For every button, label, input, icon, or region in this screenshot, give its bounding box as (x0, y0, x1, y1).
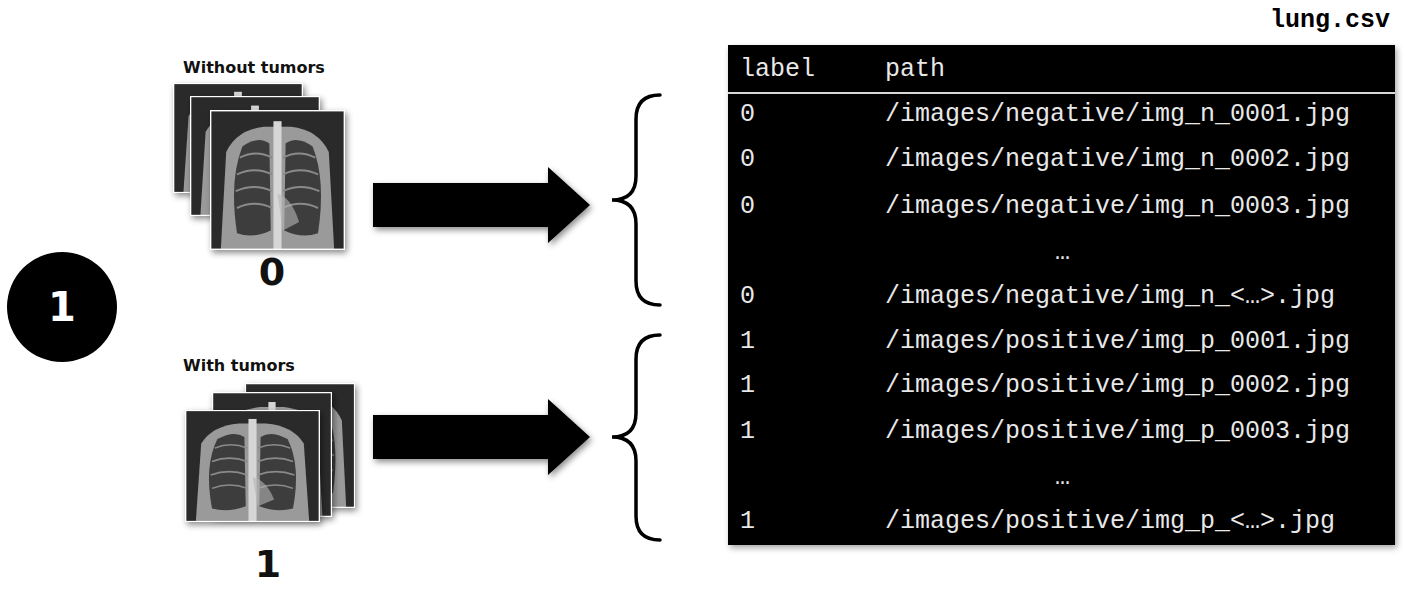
table-cell: 1 (740, 417, 755, 447)
class-label: 1 (223, 544, 313, 584)
image-stack: Without tumors 0 (168, 56, 373, 296)
header-rule (728, 92, 1395, 94)
group-heading: With tumors (183, 356, 295, 376)
brace-layer (590, 6, 710, 548)
block-arrow (373, 167, 590, 243)
step-circle: 1 (7, 252, 117, 362)
table-cell: … (1055, 238, 1070, 268)
xray-image (185, 410, 320, 522)
table-cell: 1 (740, 507, 755, 537)
table-cell: 1 (740, 371, 755, 401)
table-cell: /images/positive/img_p_<…>.jpg (885, 507, 1335, 537)
table-cell: /images/negative/img_n_0003.jpg (885, 192, 1350, 222)
table-cell: /images/positive/img_p_0001.jpg (885, 327, 1350, 357)
table-cell: 0 (740, 282, 755, 312)
image-stack: With tumors 1 (168, 350, 373, 588)
column-header: path (885, 55, 945, 85)
curly-brace (612, 335, 660, 540)
table-cell: 1 (740, 327, 755, 357)
table-cell: /images/positive/img_p_0003.jpg (885, 417, 1350, 447)
table-cell: 0 (740, 192, 755, 222)
table-cell: … (1055, 463, 1070, 493)
curly-brace (612, 95, 660, 305)
column-header: label (740, 55, 815, 85)
class-label: 0 (227, 252, 317, 292)
table-cell: /images/negative/img_n_0002.jpg (885, 145, 1350, 175)
file-name: lung.csv (1270, 6, 1390, 36)
step-number: 1 (7, 285, 117, 329)
csv-table: lung.csv label path 0/images/negative/img_n… (590, 6, 1398, 548)
table-cell: 0 (740, 100, 755, 130)
group-heading: Without tumors (183, 58, 325, 78)
block-arrow (373, 399, 590, 475)
table-cell: /images/negative/img_n_0001.jpg (885, 100, 1350, 130)
table-cell: /images/positive/img_p_0002.jpg (885, 371, 1350, 401)
table-cell: /images/negative/img_n_<…>.jpg (885, 282, 1335, 312)
xray-image (210, 110, 345, 250)
table-cell: 0 (740, 145, 755, 175)
